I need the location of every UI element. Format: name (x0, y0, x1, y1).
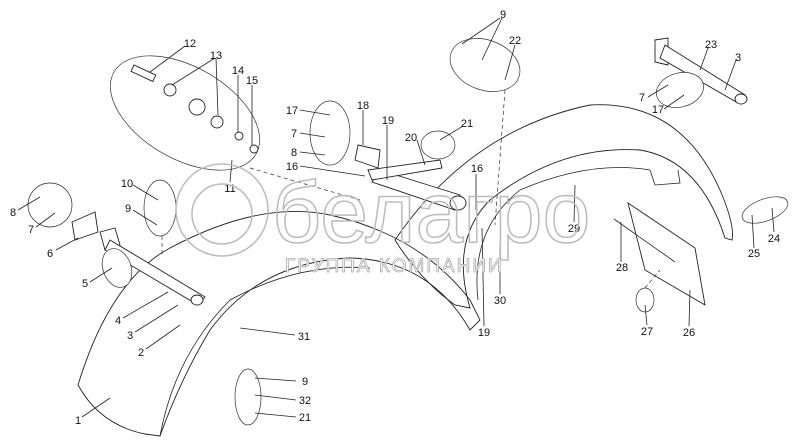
part-label: 3 (735, 52, 741, 64)
part-label: 26 (683, 327, 695, 339)
right-fender (394, 104, 733, 309)
detail-oval-9-32-21 (234, 368, 262, 426)
part-label: 16 (471, 163, 483, 175)
part-label: 19 (382, 115, 394, 127)
part-label: 25 (748, 248, 760, 260)
part-label: 7 (639, 92, 645, 104)
part-label: 3 (127, 330, 133, 342)
part-label: 22 (509, 35, 521, 47)
part-label: 8 (291, 147, 297, 159)
part-label: 9 (500, 9, 506, 21)
detail-oval-bolt-10 (143, 179, 177, 237)
detail-oval-bolt-22 (449, 38, 521, 92)
right-mount-tube (654, 37, 748, 105)
part-label: 28 (616, 262, 628, 274)
part-label: 21 (461, 118, 473, 130)
part-label: 32 (299, 395, 311, 407)
watermark-logo: белагро ГРУППА КОМПАНИИ (175, 163, 591, 277)
part-label: 2 (138, 347, 144, 359)
part-label: 12 (184, 38, 196, 50)
part-number-labels: 12 13 14 15 17 18 19 7 8 16 20 21 9 22 2… (10, 9, 780, 427)
watermark-brand: белагро (272, 165, 590, 261)
part-label: 30 (494, 295, 506, 307)
detail-oval-nut-8 (27, 182, 73, 228)
part-label: 14 (232, 65, 244, 77)
part-label: 16 (286, 161, 298, 173)
part-label: 5 (82, 278, 88, 290)
left-fender (77, 211, 481, 437)
part-label: 7 (28, 224, 34, 236)
center-mount-tube (354, 144, 467, 211)
part-label: 9 (302, 376, 308, 388)
part-label: 4 (115, 315, 121, 327)
watermark-subtitle: ГРУППА КОМПАНИИ (285, 256, 504, 277)
part-label: 8 (10, 207, 16, 219)
part-label: 17 (286, 105, 298, 117)
detail-oval-bolt-17 (309, 100, 351, 166)
part-label: 10 (121, 178, 133, 190)
part-label: 24 (768, 233, 780, 245)
part-label: 17 (652, 104, 664, 116)
part-label: 20 (405, 132, 417, 144)
part-label: 27 (641, 326, 653, 338)
detail-oval-bolt-24 (741, 196, 789, 224)
left-mount-bracket (71, 211, 206, 306)
part-label: 13 (210, 50, 222, 62)
part-label: 23 (705, 39, 717, 51)
part-label: 7 (291, 128, 297, 140)
part-label: 6 (47, 248, 53, 260)
mud-flap (613, 201, 706, 306)
detail-oval-nut-21 (420, 130, 456, 160)
part-label: 18 (357, 100, 369, 112)
part-label: 29 (568, 223, 580, 235)
part-label: 15 (246, 75, 258, 87)
part-label: 19 (478, 327, 490, 339)
detail-oval-bolt-17-right (656, 72, 704, 108)
part-label: 21 (299, 412, 311, 424)
part-label: 11 (224, 183, 235, 195)
part-label: 31 (298, 331, 310, 343)
detail-oval-hardware-top (110, 55, 260, 171)
part-label: 9 (125, 203, 131, 215)
leader-lines (17, 17, 775, 418)
part-label: 1 (75, 415, 81, 427)
